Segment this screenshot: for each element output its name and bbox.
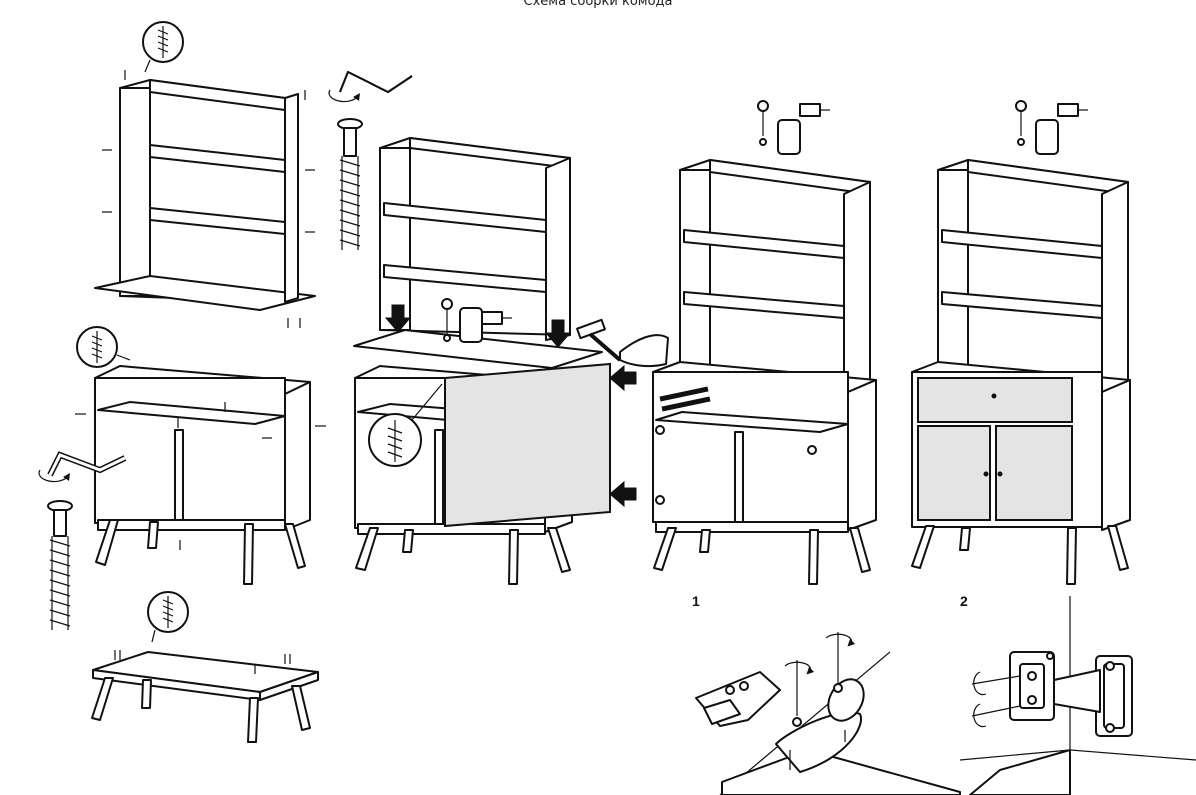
allen-key-icon bbox=[38, 451, 127, 483]
confirmat-screw-icon bbox=[47, 500, 73, 630]
allen-key-icon bbox=[328, 71, 413, 103]
combined-unit-back-panel bbox=[353, 137, 637, 585]
screw-callout-icon bbox=[76, 326, 131, 368]
screw-callout-icon bbox=[147, 591, 189, 643]
hutch-module bbox=[94, 70, 316, 328]
unit-with-drawer-runners bbox=[652, 159, 877, 585]
hammer-icon bbox=[576, 318, 669, 368]
detail-label-2: 2 bbox=[960, 593, 968, 609]
screw-callout-icon bbox=[368, 383, 443, 467]
top-panel bbox=[91, 650, 319, 743]
screw-callout-icon bbox=[142, 21, 184, 73]
diagram-title: Схема сборки комода bbox=[523, 0, 673, 9]
confirmat-screw-icon bbox=[337, 118, 363, 250]
detail-label-1: 1 bbox=[692, 593, 700, 609]
drill-screwdriver-icon bbox=[441, 298, 512, 343]
base-module bbox=[75, 365, 326, 585]
finished-cabinet bbox=[911, 159, 1131, 585]
drill-screwdriver-icon bbox=[1015, 100, 1088, 155]
hinge-detail-2 bbox=[959, 596, 1196, 795]
drill-screwdriver-icon bbox=[757, 100, 830, 155]
hinge-detail-1 bbox=[695, 632, 961, 795]
